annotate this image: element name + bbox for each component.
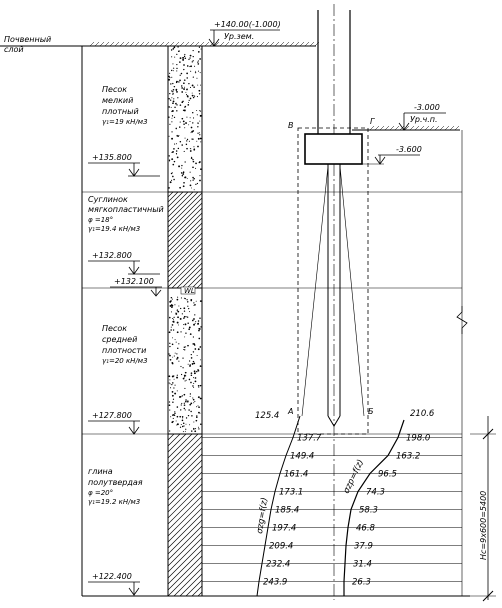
pressure-spread-lines bbox=[301, 165, 365, 417]
clay-hatching bbox=[167, 433, 203, 597]
svg-text:плотный: плотный bbox=[102, 107, 139, 116]
level-grillage-bottom: -3.600 bbox=[362, 145, 422, 165]
ground-hatch bbox=[89, 41, 460, 131]
sand-dots bbox=[168, 46, 202, 433]
sigma-zg-value: 243.9 bbox=[263, 578, 287, 588]
svg-text:полутвердая: полутвердая bbox=[88, 478, 143, 487]
pile bbox=[327, 164, 341, 427]
svg-text:мелкий: мелкий bbox=[102, 96, 133, 105]
sigma-zg-value: 149.4 bbox=[290, 452, 314, 462]
sigma-zp-value: 46.8 bbox=[356, 524, 376, 534]
layer-4-description: глина полутвердая φ =20° γ₁=19.2 кН/м3 bbox=[88, 467, 143, 506]
svg-text:Суглинок: Суглинок bbox=[88, 195, 128, 204]
soil-column bbox=[167, 45, 203, 597]
svg-text:-3.600: -3.600 bbox=[396, 145, 422, 154]
sigma-zp-value: 74.3 bbox=[366, 488, 385, 498]
layer-1-description: Песок мелкий плотный γ₁=19 кН/м3 bbox=[102, 85, 148, 126]
topsoil-label-1: Почвенный bbox=[4, 35, 51, 44]
svg-text:γ₁=20 кН/м3: γ₁=20 кН/м3 bbox=[102, 357, 148, 365]
sigma-zp-value: 198.0 bbox=[406, 434, 430, 444]
svg-text:WL: WL bbox=[184, 287, 195, 295]
sigma-zp-value: 58.3 bbox=[359, 506, 378, 516]
svg-text:γ₁=19.2 кН/м3: γ₁=19.2 кН/м3 bbox=[88, 498, 140, 506]
break-mark bbox=[456, 306, 468, 334]
conditional-foundation bbox=[297, 127, 369, 435]
sigma-zg-value: 232.4 bbox=[266, 560, 290, 570]
sigma-zg-value: 185.4 bbox=[275, 506, 299, 516]
svg-text:Ур.ч.п.: Ур.ч.п. bbox=[410, 115, 438, 124]
svg-text:средней: средней bbox=[102, 335, 137, 344]
level-3: +132.100 bbox=[110, 277, 162, 297]
svg-text:Песок: Песок bbox=[102, 85, 127, 94]
dimension-hc: Hc=9x600=5400 bbox=[470, 416, 496, 602]
marker-v: В bbox=[288, 121, 294, 130]
sigma-zg-value: 161.4 bbox=[284, 470, 308, 480]
svg-text:γ₁=19.4 кН/м3: γ₁=19.4 кН/м3 bbox=[88, 225, 140, 233]
svg-text:+140.00(-1.000): +140.00(-1.000) bbox=[214, 20, 281, 29]
svg-text:+127.800: +127.800 bbox=[92, 411, 132, 420]
sigma-zg-value: 197.4 bbox=[272, 524, 296, 534]
sigma-zp-value: 31.4 bbox=[353, 560, 372, 570]
svg-text:φ =20°: φ =20° bbox=[88, 489, 113, 497]
layer-1-hatch bbox=[167, 45, 203, 193]
svg-text:φ =18°: φ =18° bbox=[88, 216, 113, 224]
water-level-marker: WL bbox=[180, 286, 196, 295]
svg-text:-3.000: -3.000 bbox=[414, 103, 440, 112]
level-top: +140.00(-1.000) Ур.зем. bbox=[208, 20, 281, 47]
svg-text:+132.100: +132.100 bbox=[114, 277, 154, 286]
svg-text:+132.800: +132.800 bbox=[92, 251, 132, 260]
svg-text:мягкопластичный: мягкопластичный bbox=[88, 205, 164, 214]
stress-rows: 137.7 198.0 149.4 163.2 161.4 96.5 173.1 74.3 18… bbox=[202, 434, 462, 588]
sigma-zg-value: 137.7 bbox=[297, 434, 322, 444]
svg-text:плотности: плотности bbox=[102, 346, 146, 355]
level-1: +135.800 bbox=[88, 153, 160, 177]
sigma-zp-value: 163.2 bbox=[396, 452, 420, 462]
grillage bbox=[304, 133, 363, 165]
svg-text:+122.400: +122.400 bbox=[92, 572, 132, 581]
sigma-zg-value: 173.1 bbox=[279, 488, 303, 498]
svg-text:+135.800: +135.800 bbox=[92, 153, 132, 162]
ground-surface: Почвенный слой bbox=[0, 35, 460, 131]
sigma-zp-value: 96.5 bbox=[378, 470, 397, 480]
pile-tip-right-value: 210.6 bbox=[410, 409, 435, 419]
svg-text:Hc=9x600=5400: Hc=9x600=5400 bbox=[479, 491, 488, 560]
svg-text:Песок: Песок bbox=[102, 324, 127, 333]
level-5: +122.400 bbox=[88, 572, 140, 596]
svg-text:Ур.зем.: Ур.зем. bbox=[224, 32, 254, 41]
level-2: +132.800 bbox=[88, 251, 160, 275]
level-4: +127.800 bbox=[88, 411, 140, 435]
level-water-right: -3.000 Ур.ч.п. bbox=[398, 103, 446, 131]
marker-a: А bbox=[287, 407, 293, 416]
layer-3-description: Песок средней плотности γ₁=20 кН/м3 bbox=[102, 324, 148, 365]
sigma-zg-curve bbox=[256, 415, 301, 597]
sigma-zp-label: σzp=f(z) bbox=[342, 458, 366, 495]
loam-hatching bbox=[167, 191, 203, 289]
svg-text:глина: глина bbox=[88, 467, 113, 476]
marker-g: Г bbox=[370, 117, 375, 126]
column bbox=[317, 4, 351, 600]
sigma-zp-value: 37.9 bbox=[354, 542, 373, 552]
sigma-zp-curve bbox=[343, 419, 405, 596]
layer-3-hatch bbox=[167, 287, 203, 435]
sigma-zp-value: 26.3 bbox=[352, 578, 371, 588]
layer-2-description: Суглинок мягкопластичный φ =18° γ₁=19.4 … bbox=[88, 195, 164, 233]
svg-text:γ₁=19 кН/м3: γ₁=19 кН/м3 bbox=[102, 118, 148, 126]
layer-4-hatch bbox=[167, 433, 203, 597]
sigma-zg-value: 209.4 bbox=[269, 542, 293, 552]
topsoil-label-2: слой bbox=[4, 45, 24, 54]
marker-b: Б bbox=[368, 407, 374, 416]
pile-tip-left-value: 125.4 bbox=[255, 411, 279, 421]
layer-boundaries bbox=[81, 46, 470, 597]
